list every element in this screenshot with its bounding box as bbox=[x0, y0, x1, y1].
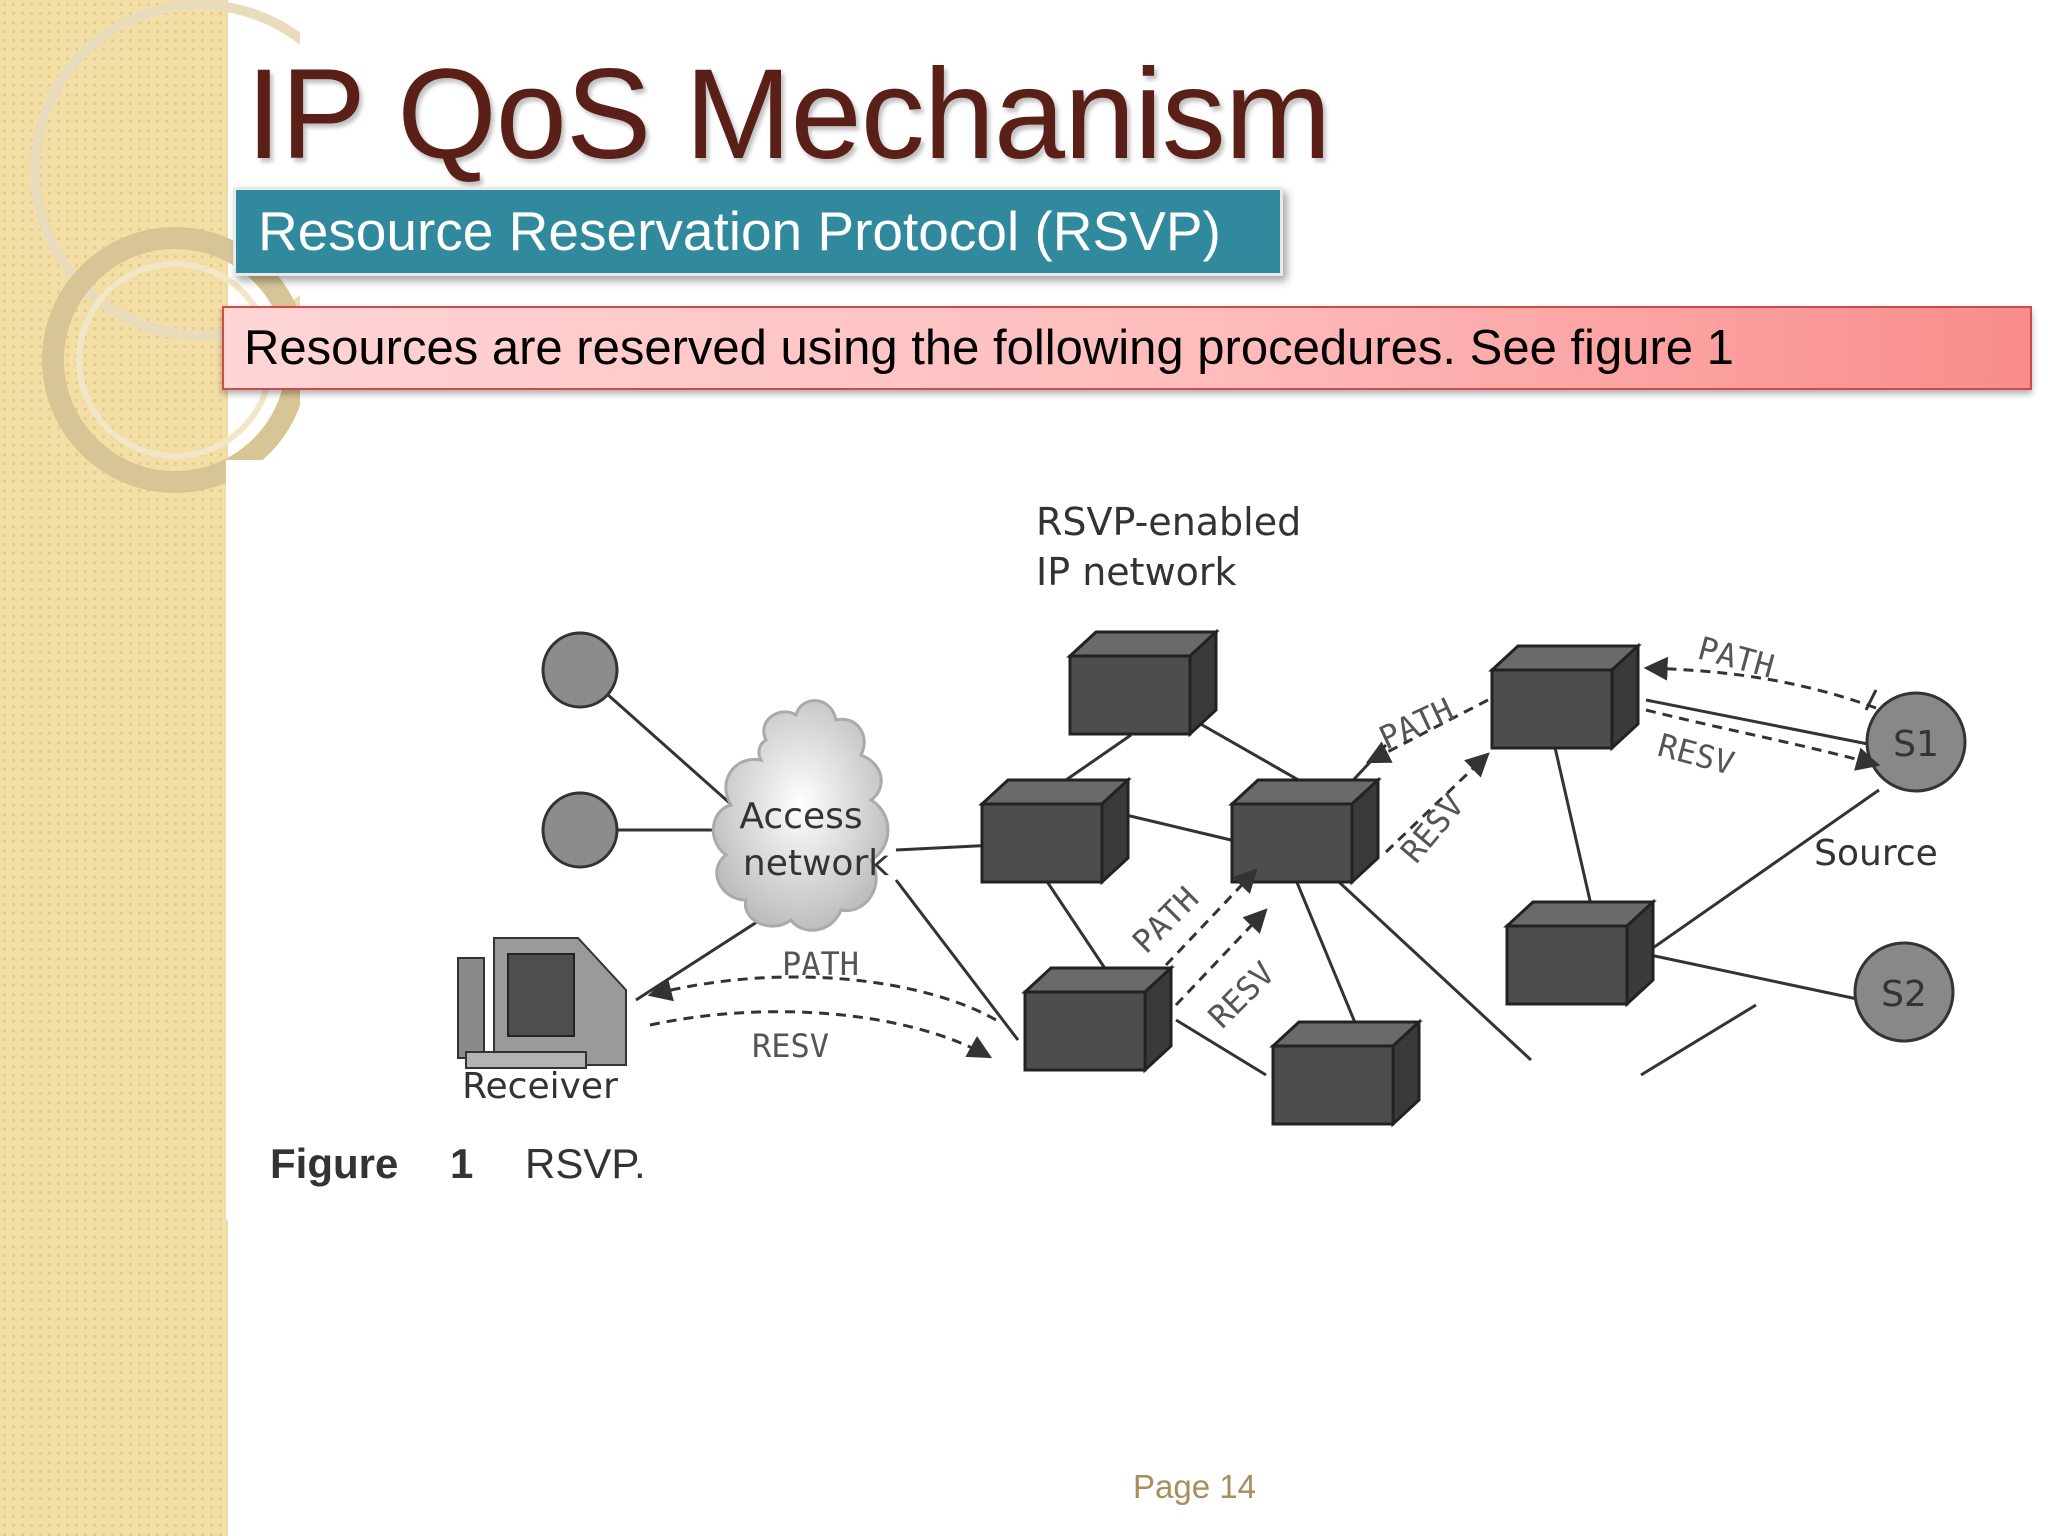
network-label-line1: RSVP-enabled bbox=[1036, 500, 1301, 544]
figure-caption: Figure 1 RSVP. bbox=[270, 1140, 646, 1188]
rsvp-diagram: S1 S2 Access network bbox=[457, 500, 1967, 1128]
note-banner: Resources are reserved using the followi… bbox=[222, 306, 2032, 390]
access-label-line1: Access bbox=[739, 796, 862, 837]
source-label: Source bbox=[1814, 833, 1938, 874]
s2-label: S2 bbox=[1881, 974, 1927, 1015]
router-top-right bbox=[1488, 642, 1642, 752]
resv-label-upper: RESV bbox=[1393, 787, 1472, 870]
router-bottom-left bbox=[1021, 964, 1175, 1074]
path-label-source: PATH bbox=[1694, 629, 1778, 686]
caption-figure-word: Figure bbox=[270, 1140, 399, 1187]
s1-label: S1 bbox=[1893, 724, 1939, 765]
access-network-cloud: Access network bbox=[711, 699, 890, 932]
rsvp-figure: S1 S2 Access network bbox=[226, 460, 2048, 1220]
network-label-line2: IP network bbox=[1036, 550, 1237, 594]
router-center bbox=[1228, 776, 1382, 886]
host-node-1 bbox=[541, 631, 619, 709]
access-label-line2: network bbox=[743, 843, 889, 884]
router-left bbox=[978, 776, 1132, 886]
signal-arrows bbox=[647, 656, 1881, 1059]
caption-figure-number: 1 bbox=[450, 1140, 474, 1187]
subtitle-banner: Resource Reservation Protocol (RSVP) bbox=[233, 187, 1283, 276]
caption-figure-title: RSVP. bbox=[525, 1140, 646, 1187]
router-bottom-center bbox=[1269, 1018, 1423, 1128]
resv-label-access: RESV bbox=[752, 1027, 829, 1065]
source-node-s1 bbox=[1865, 691, 1967, 793]
router-top bbox=[1066, 628, 1220, 738]
receiver-computer: Receiver bbox=[457, 937, 627, 1107]
path-label-access: PATH bbox=[782, 945, 859, 983]
slide-title: IP QoS Mechanism bbox=[246, 43, 1331, 186]
receiver-label: Receiver bbox=[462, 1066, 618, 1107]
host-node-2 bbox=[541, 791, 619, 869]
source-node-s2 bbox=[1853, 941, 1955, 1043]
path-label-core: PATH bbox=[1125, 879, 1206, 960]
page-number: Page 14 bbox=[1133, 1468, 1256, 1505]
resv-label-source: RESV bbox=[1654, 726, 1738, 783]
path-label-upper: PATH bbox=[1373, 690, 1459, 757]
router-bottom-right bbox=[1503, 898, 1657, 1008]
routers bbox=[978, 628, 1657, 1128]
